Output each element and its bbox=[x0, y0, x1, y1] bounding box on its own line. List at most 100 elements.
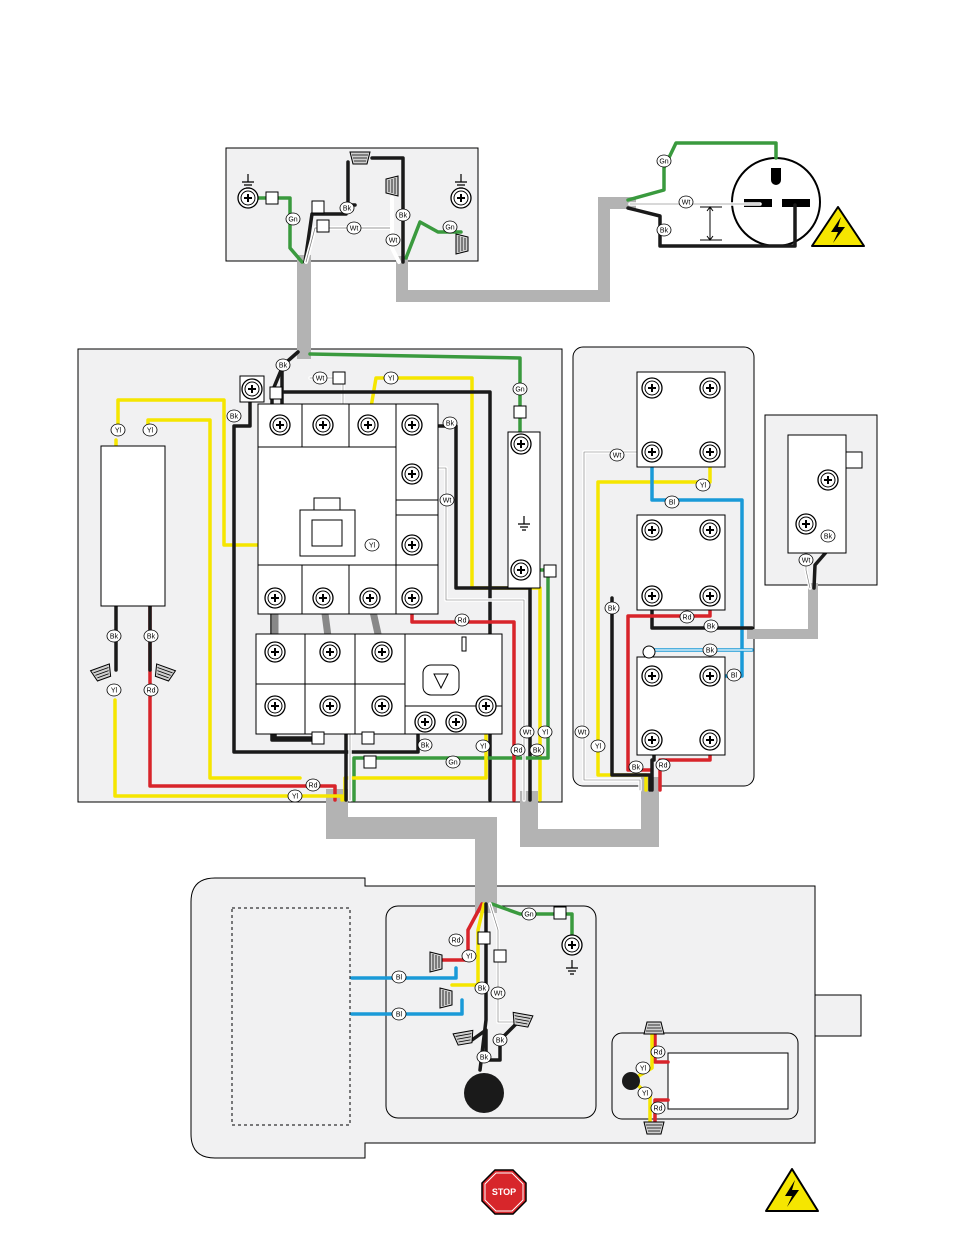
wire-label-text: Bk bbox=[399, 213, 408, 220]
wire-label-rd: Rd bbox=[449, 934, 463, 946]
wire-label-text: Wt bbox=[523, 730, 532, 737]
screw-terminal-icon bbox=[402, 535, 422, 555]
wire-label-text: Rd bbox=[458, 618, 467, 625]
wire-label-bl: Bl bbox=[392, 971, 406, 983]
wire-label-gn: Gn bbox=[522, 908, 536, 920]
screw-terminal-icon bbox=[446, 712, 466, 732]
screw-terminal-icon bbox=[476, 696, 496, 716]
stop-sign-icon: STOP bbox=[482, 1170, 526, 1214]
screw-terminal-icon bbox=[562, 935, 582, 955]
wire-label-wt: Wt bbox=[491, 987, 505, 999]
wire-label-text: Wt bbox=[613, 453, 622, 460]
wire-label-text: Rd bbox=[452, 938, 461, 945]
wire-label-wt: Wt bbox=[520, 726, 534, 738]
screw-terminal-icon bbox=[320, 696, 340, 716]
wire-label-text: Gn bbox=[448, 760, 457, 767]
wire-label-yl: Yl bbox=[111, 424, 125, 436]
wire-label-wt: Wt bbox=[575, 726, 589, 738]
wire-label-gn: Gn bbox=[513, 383, 527, 395]
screw-terminal-icon bbox=[313, 415, 333, 435]
screw-terminal-icon bbox=[415, 712, 435, 732]
motor-shaft bbox=[815, 995, 861, 1036]
wire-label-gn: Gn bbox=[286, 213, 300, 225]
stop-sign-label: STOP bbox=[492, 1187, 516, 1197]
screw-terminal-icon bbox=[642, 586, 662, 606]
screw-terminal-icon bbox=[372, 642, 392, 662]
screw-terminal-icon bbox=[642, 442, 662, 462]
screw-terminal-icon bbox=[265, 588, 285, 608]
run-capacitor bbox=[101, 446, 165, 606]
screw-terminal-icon bbox=[242, 379, 262, 399]
wire-label-text: Bk bbox=[279, 363, 288, 370]
screw-terminal-icon bbox=[700, 666, 720, 686]
wire-label-wt: Wt bbox=[610, 449, 624, 461]
wire-label-bk: Bk bbox=[657, 224, 671, 236]
screw-terminal-icon bbox=[642, 378, 662, 398]
wire-label-bk: Bk bbox=[821, 530, 835, 542]
wire-label-text: Wt bbox=[350, 226, 359, 233]
wire-label-rd: Rd bbox=[651, 1046, 665, 1058]
wire-label-text: Bk bbox=[421, 743, 430, 750]
wire-label-text: Bk bbox=[446, 421, 455, 428]
screw-terminal-icon bbox=[270, 415, 290, 435]
wire-label-text: Yl bbox=[111, 688, 118, 695]
wire-label-text: Rd bbox=[654, 1106, 663, 1113]
wire-label-yl: Yl bbox=[143, 424, 157, 436]
wire-label-rd: Rd bbox=[455, 614, 469, 626]
wire-label-bk: Bk bbox=[276, 359, 290, 371]
wire-label-text: Yl bbox=[480, 744, 487, 751]
start-switch bbox=[668, 1053, 788, 1109]
screw-terminal-icon bbox=[372, 696, 392, 716]
wire-label-text: Bk bbox=[147, 634, 156, 641]
wire-label-wt: Wt bbox=[440, 494, 454, 506]
wire-label-yl: Yl bbox=[636, 1062, 650, 1074]
wire-label-bk: Bk bbox=[493, 1034, 507, 1046]
wire-label-text: Bk bbox=[480, 1055, 489, 1062]
wire-label-text: Wt bbox=[443, 498, 452, 505]
wire-label-text: Yl bbox=[700, 483, 707, 490]
screw-terminal-icon bbox=[642, 666, 662, 686]
wire-label-text: Rd bbox=[147, 688, 156, 695]
wire-label-bk: Bk bbox=[396, 209, 410, 221]
wire-label-bk: Bk bbox=[475, 982, 489, 994]
wire-label-wt: Wt bbox=[386, 234, 400, 246]
wire-label-text: Wt bbox=[494, 991, 503, 998]
screw-terminal-icon bbox=[265, 642, 285, 662]
wire-label-text: Yl bbox=[115, 428, 122, 435]
wire-label-text: Gn bbox=[659, 159, 668, 166]
screw-terminal-icon bbox=[796, 514, 816, 534]
wire-label-rd: Rd bbox=[511, 744, 525, 756]
screw-terminal-icon bbox=[451, 188, 471, 208]
wire-label-rd: Rd bbox=[656, 759, 670, 771]
wire-label-yl: Yl bbox=[538, 726, 552, 738]
wire-label-gn: Gn bbox=[443, 221, 457, 233]
wire-label-wt: Wt bbox=[347, 222, 361, 234]
wire-label-text: Bk bbox=[707, 624, 716, 631]
screw-terminal-icon bbox=[358, 415, 378, 435]
wire-label-text: Wt bbox=[682, 200, 691, 207]
screw-terminal-icon bbox=[402, 415, 422, 435]
wire-label-bk: Bk bbox=[144, 630, 158, 642]
connector-ring bbox=[643, 646, 655, 658]
receptacle-dimension bbox=[700, 207, 722, 240]
wire-label-bk: Bk bbox=[629, 761, 643, 773]
wire-label-yl: Yl bbox=[384, 372, 398, 384]
screw-terminal-icon bbox=[642, 520, 662, 540]
wire-label-text: Gn bbox=[515, 387, 524, 394]
wire-label-text: Bk bbox=[706, 648, 715, 655]
wire-label-text: Yl bbox=[640, 1066, 647, 1073]
wire-label-yl: Yl bbox=[476, 740, 490, 752]
wire-label-text: Bk bbox=[478, 986, 487, 993]
wire-label-text: Bk bbox=[343, 206, 352, 213]
wire-label-text: Rd bbox=[683, 615, 692, 622]
wire-label-bl: Bl bbox=[392, 1008, 406, 1020]
wire-label-text: Yl bbox=[542, 730, 549, 737]
wire-label-bk: Bk bbox=[107, 630, 121, 642]
wire-label-bk: Bk bbox=[443, 417, 457, 429]
wire-label-text: Wt bbox=[316, 376, 325, 383]
wire-label-yl: Yl bbox=[696, 479, 710, 491]
screw-terminal-icon bbox=[700, 586, 720, 606]
wire-label-text: Bk bbox=[824, 534, 833, 541]
wire-label-text: Bk bbox=[608, 606, 617, 613]
screw-terminal-icon bbox=[402, 588, 422, 608]
